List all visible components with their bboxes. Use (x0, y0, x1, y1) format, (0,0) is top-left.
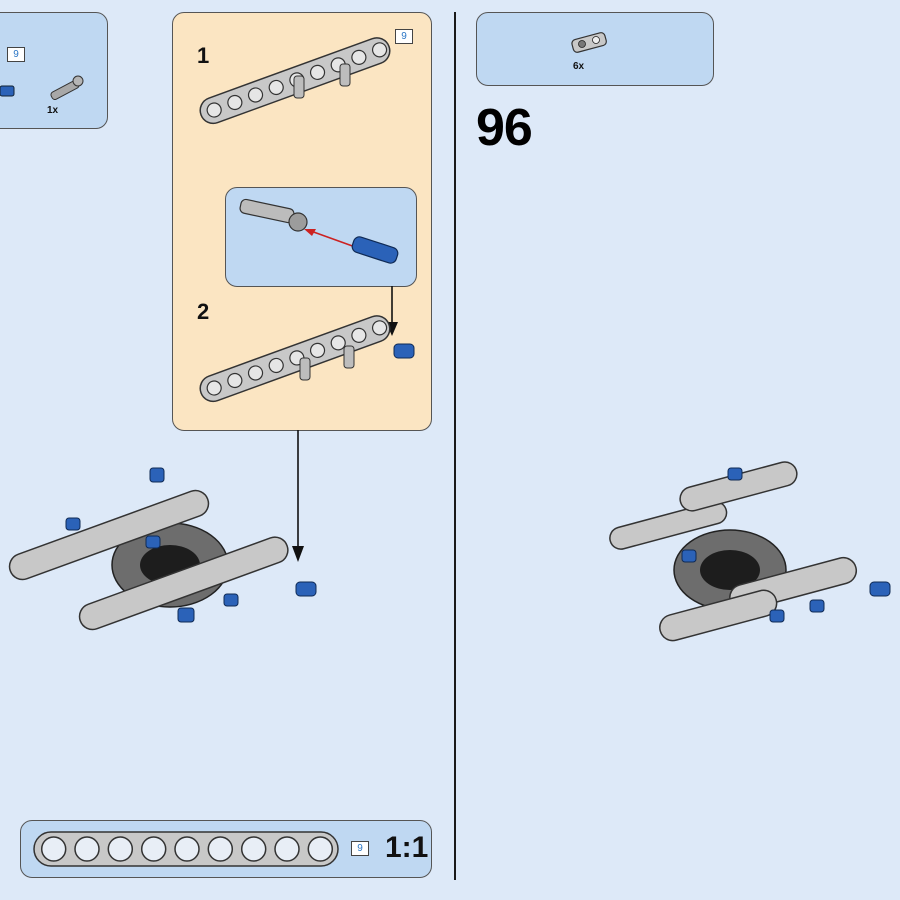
part-quantity: 6x (573, 61, 585, 72)
beam-hole (307, 836, 334, 862)
beam-hole (207, 836, 234, 862)
beam-hole (40, 836, 67, 862)
part-quantity: 1x (47, 105, 59, 116)
blue-pin-icon (351, 236, 399, 264)
previous-parts-box: 9 1x (0, 12, 108, 129)
pin-insertion-diagram (239, 198, 399, 264)
step-number: 96 (476, 99, 533, 157)
beam-hole (174, 836, 200, 862)
scale-beam (33, 831, 339, 867)
connector-part-icon (571, 32, 607, 53)
step-parts-box: 6x (476, 12, 714, 86)
insertion-arrow (307, 229, 359, 249)
scale-label: 1:1 (385, 831, 429, 864)
gray-axle-pin-icon (239, 198, 308, 232)
substep-number-1: 1 (197, 43, 210, 68)
substep-2-beam (199, 315, 415, 403)
gray-axle-pin-icon (50, 75, 84, 101)
beam-hole (274, 836, 300, 862)
blue-pin-icon (393, 343, 415, 359)
substep-number-2: 2 (197, 299, 210, 324)
left-assembly-model (8, 467, 317, 631)
beam-hole (107, 836, 134, 862)
gray-pin-icon (293, 63, 351, 99)
beam-hole (74, 836, 100, 862)
attach-arrow (292, 430, 304, 562)
previous-parts-icons (0, 75, 84, 101)
right-assembly-model (609, 461, 891, 642)
beam-hole (240, 836, 267, 862)
beam-length-badge: 9 (351, 841, 369, 856)
substep-1-beam (199, 37, 391, 125)
beam-hole (140, 836, 167, 862)
part-length-badge: 9 (7, 47, 25, 62)
blue-pin-icon (0, 85, 15, 97)
beam-length-badge: 9 (395, 29, 413, 44)
page-divider (454, 12, 456, 880)
